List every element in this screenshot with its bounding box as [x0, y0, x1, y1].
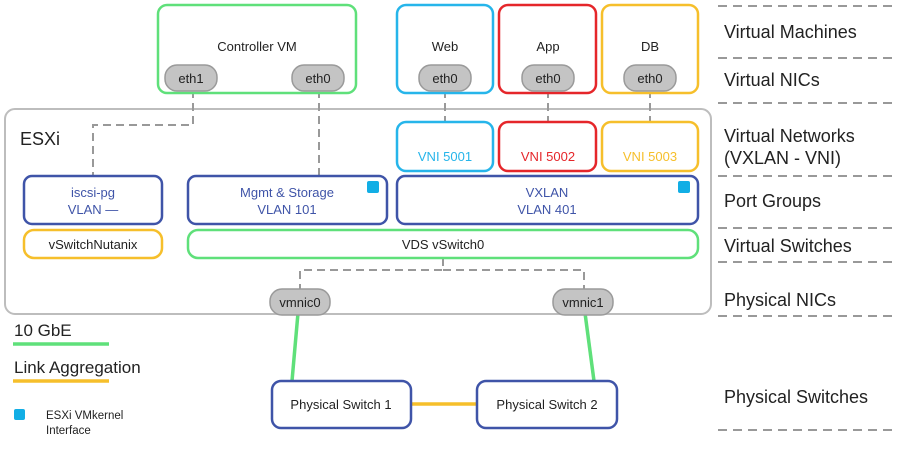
- layer-label-port-groups: Port Groups: [724, 191, 821, 211]
- vmnic0-pill[interactable]: [269, 288, 331, 316]
- uplinks: [290, 312, 596, 382]
- legend-vmkernel-swatch: [14, 409, 25, 420]
- controller-vm-label: Controller VM: [217, 39, 296, 54]
- portgroup-iscsi-box[interactable]: [22, 174, 164, 226]
- portgroup-vxlan-vlan: VLAN 401: [517, 202, 576, 217]
- legend: 10 GbE Link Aggregation ESXi VMkernel In…: [13, 321, 141, 437]
- vmnic1-pill[interactable]: [552, 288, 614, 316]
- vmkernel-marker-mgmt: [367, 181, 379, 193]
- vswitch-nutanix-box[interactable]: [22, 228, 164, 260]
- connector-vds-vmnics: [299, 258, 585, 289]
- vmkernel-marker-vxlan: [678, 181, 690, 193]
- nic-pill-app-eth0[interactable]: [521, 64, 575, 92]
- nic-label-db-eth0: eth0: [637, 71, 662, 86]
- physical-switch-2-box[interactable]: [475, 379, 619, 430]
- layer-label-virtual-machines: Virtual Machines: [724, 22, 857, 42]
- nic-label-ctrl-eth0: eth0: [305, 71, 330, 86]
- connector-eth1-iscsi: [92, 90, 194, 176]
- layer-label-virtual-nics: Virtual NICs: [724, 70, 820, 90]
- web-vm-label: Web: [432, 39, 459, 54]
- nic-label-app-eth0: eth0: [535, 71, 560, 86]
- esxi-host-box: [4, 108, 712, 315]
- vswitch-nutanix-label: vSwitchNutanix: [49, 237, 138, 252]
- portgroup-vxlan-name: VXLAN: [526, 185, 569, 200]
- physical-switch-1-box[interactable]: [270, 379, 413, 430]
- db-vm-label: DB: [641, 39, 659, 54]
- layer-label-vxlan-vni: (VXLAN - VNI): [724, 148, 841, 168]
- portgroup-iscsi-vlan: VLAN —: [68, 202, 119, 217]
- nic-pill-web-eth0[interactable]: [418, 64, 472, 92]
- portgroup-mgmt-name: Mgmt & Storage: [240, 185, 334, 200]
- legend-vmkernel-label-line1: ESXi VMkernel: [46, 410, 123, 422]
- portgroup-mgmt-vlan: VLAN 101: [257, 202, 316, 217]
- vds-vswitch0-label: VDS vSwitch0: [402, 237, 484, 252]
- portgroup-iscsi-name: iscsi-pg: [71, 185, 115, 200]
- legend-link-aggregation-label: Link Aggregation: [14, 358, 141, 377]
- nic-pill-db-eth0[interactable]: [623, 64, 677, 92]
- virtual-nics: eth1 eth0 eth0 eth0 eth0: [164, 64, 677, 92]
- layer-label-physical-switches: Physical Switches: [724, 387, 868, 407]
- vni-5003-label: VNI 5003: [623, 149, 677, 164]
- vni-5002-box[interactable]: [497, 120, 598, 173]
- physical-switch-1-label: Physical Switch 1: [290, 397, 391, 412]
- nic-label-eth1: eth1: [178, 71, 203, 86]
- connector-lines: [92, 90, 651, 289]
- vni-5001-box[interactable]: [395, 120, 495, 173]
- nic-pill-eth1[interactable]: [164, 64, 218, 92]
- legend-10gbe-label: 10 GbE: [14, 321, 72, 340]
- layer-label-physical-nics: Physical NICs: [724, 290, 836, 310]
- legend-vmkernel-label-line2: Interface: [46, 425, 91, 437]
- vmnic0-label: vmnic0: [279, 295, 320, 310]
- vni-5003-box[interactable]: [600, 120, 700, 173]
- vmnic1-label: vmnic1: [562, 295, 603, 310]
- uplink-vmnic1-ps2: [583, 312, 596, 382]
- portgroup-mgmt-box[interactable]: [186, 174, 389, 226]
- vni-5001-label: VNI 5001: [418, 149, 472, 164]
- app-vm-label: App: [536, 39, 559, 54]
- vni-5002-label: VNI 5002: [521, 149, 575, 164]
- uplink-vmnic0-ps1: [290, 312, 300, 382]
- portgroup-vxlan-box[interactable]: [395, 174, 700, 226]
- esxi-host-label: ESXi: [20, 129, 60, 149]
- layer-label-virtual-networks: Virtual Networks: [724, 126, 855, 146]
- layer-label-virtual-switches: Virtual Switches: [724, 236, 852, 256]
- vds-vswitch0-box[interactable]: [186, 228, 700, 260]
- nic-label-web-eth0: eth0: [432, 71, 457, 86]
- physical-switch-2-label: Physical Switch 2: [496, 397, 597, 412]
- nic-pill-ctrl-eth0[interactable]: [291, 64, 345, 92]
